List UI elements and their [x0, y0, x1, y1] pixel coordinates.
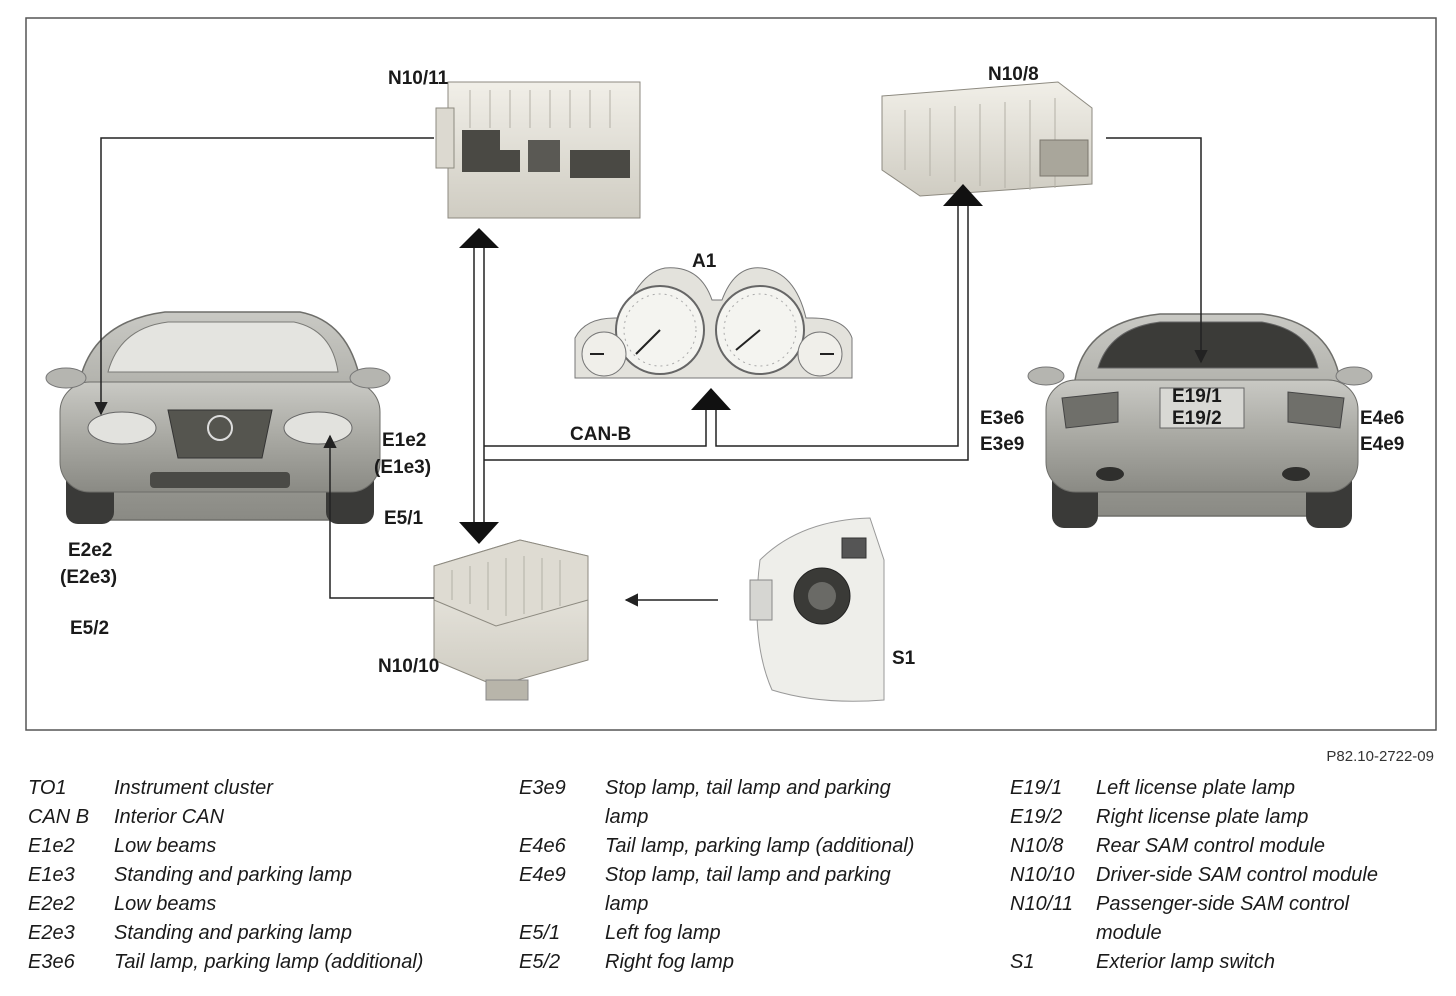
- legend-entry: N10/8 Rear SAM control module: [1010, 832, 1440, 861]
- arrow-to-n10-8: [943, 184, 983, 206]
- legend-entry: CAN B Interior CAN: [28, 803, 498, 832]
- label-e3e9: E3e9: [980, 434, 1024, 455]
- legend-entry: N10/11 Passenger-side SAM control module: [1010, 890, 1440, 948]
- figure-reference: P82.10-2722-09: [1326, 748, 1434, 765]
- wiring-diagram: N10/11 N10/8 A1 CAN-B E1e2 (E1e3) E5/1 E…: [25, 17, 1437, 731]
- legend-entry: E4e9 Stop lamp, tail lamp and parking lam…: [519, 861, 989, 919]
- legend-code: E19/2: [1010, 806, 1063, 828]
- legend-entry: E19/1 Left license plate lamp: [1010, 774, 1440, 803]
- label-e4e6: E4e6: [1360, 408, 1404, 429]
- legend-code: E1e2: [28, 835, 75, 857]
- legend-description: Standing and parking lamp: [114, 922, 352, 944]
- legend-description: Stop lamp, tail lamp and parking lamp: [605, 864, 891, 915]
- legend-code: E1e3: [28, 864, 75, 886]
- can-b-bus: [473, 204, 969, 524]
- label-n10-11: N10/11: [388, 68, 449, 89]
- n10-10-module-image: [433, 539, 589, 701]
- arrow-to-n10-10: [459, 522, 499, 544]
- label-s1: S1: [892, 648, 916, 669]
- legend-entry: TO1 Instrument cluster: [28, 774, 498, 803]
- line-n10-8-to-rear-car: [1106, 137, 1208, 364]
- legend-description: Low beams: [114, 835, 217, 857]
- label-e5-2: E5/2: [70, 618, 109, 639]
- legend-entry: N10/10 Driver-side SAM control module: [1010, 861, 1440, 890]
- arrow-to-a1: [691, 388, 731, 410]
- label-e5-1: E5/1: [384, 508, 424, 529]
- legend-description: Rear SAM control module: [1096, 835, 1325, 857]
- legend-entry: E5/1 Left fog lamp: [519, 919, 989, 948]
- legend-description: Right license plate lamp: [1096, 806, 1309, 828]
- legend-description: Tail lamp, parking lamp (additional): [114, 951, 424, 973]
- legend-code: E2e2: [28, 893, 75, 915]
- legend-code: E4e9: [519, 864, 566, 886]
- legend-code: N10/8: [1010, 835, 1064, 857]
- legend-code: N10/11: [1010, 893, 1074, 915]
- instrument-cluster-image: [574, 267, 853, 379]
- label-e1e2: E1e2: [382, 430, 426, 451]
- legend-description: Left license plate lamp: [1096, 777, 1296, 799]
- legend-description: Left fog lamp: [605, 922, 721, 944]
- legend-description: Right fog lamp: [605, 951, 734, 973]
- legend-code: E4e6: [519, 835, 566, 857]
- label-e1e3: (E1e3): [374, 457, 431, 478]
- s1-switch-image: [749, 517, 885, 702]
- legend-description: Tail lamp, parking lamp (additional): [605, 835, 915, 857]
- legend-description: Low beams: [114, 893, 217, 915]
- legend-code: S1: [1010, 951, 1035, 973]
- legend-description: Standing and parking lamp: [114, 864, 352, 886]
- label-e4e9: E4e9: [1360, 434, 1404, 455]
- label-e19-2: E19/2: [1172, 408, 1222, 429]
- legend-code: N10/10: [1010, 864, 1075, 886]
- legend-code: E2e3: [28, 922, 75, 944]
- legend-code: E5/2: [519, 951, 561, 973]
- legend-entry: E2e3 Standing and parking lamp: [28, 919, 498, 948]
- arrow-to-n10-11: [459, 228, 499, 248]
- legend-entry: E3e9 Stop lamp, tail lamp and parking lam…: [519, 774, 989, 832]
- legend-code: E19/1: [1010, 777, 1063, 799]
- label-n10-8: N10/8: [988, 64, 1039, 85]
- label-n10-10: N10/10: [378, 656, 439, 677]
- front-car-image: [45, 311, 391, 524]
- legend-description: Exterior lamp switch: [1096, 951, 1275, 973]
- label-a1: A1: [692, 251, 717, 272]
- legend-entry: S1 Exterior lamp switch: [1010, 948, 1440, 977]
- n10-8-module-image: [881, 81, 1093, 197]
- legend-code: E3e9: [519, 777, 566, 799]
- legend-code: CAN B: [28, 806, 90, 828]
- legend-description: Instrument cluster: [114, 777, 273, 799]
- legend-description: Interior CAN: [114, 806, 225, 828]
- legend-entry: E1e2 Low beams: [28, 832, 498, 861]
- legend-description: Driver-side SAM control module: [1096, 864, 1378, 886]
- legend-description: Passenger-side SAM control module: [1096, 893, 1350, 944]
- label-e2e2: E2e2: [68, 540, 112, 561]
- legend-code: E3e6: [28, 951, 75, 973]
- label-can-b: CAN-B: [570, 424, 631, 445]
- legend-description: Stop lamp, tail lamp and parking lamp: [605, 777, 891, 828]
- legend-entry: E4e6 Tail lamp, parking lamp (additional): [519, 832, 989, 861]
- legend-code: E5/1: [519, 922, 561, 944]
- legend-entry: E5/2 Right fog lamp: [519, 948, 989, 977]
- label-e3e6: E3e6: [980, 408, 1024, 429]
- legend-entry: E2e2 Low beams: [28, 890, 498, 919]
- label-e2e3: (E2e3): [60, 567, 117, 588]
- legend-entry: E1e3 Standing and parking lamp: [28, 861, 498, 890]
- connection-lines: [94, 137, 1208, 607]
- rear-car-image: [1027, 313, 1373, 528]
- can-b-arrowheads: [459, 184, 983, 544]
- legend-code: TO1: [28, 777, 67, 799]
- line-n10-10-to-front-car: [323, 434, 434, 599]
- legend-entry: E3e6 Tail lamp, parking lamp (additional): [28, 948, 498, 977]
- n10-11-module-image: [435, 81, 641, 219]
- line-n10-11-to-front-car: [94, 137, 434, 416]
- label-e19-1: E19/1: [1172, 386, 1222, 407]
- legend-entry: E19/2 Right license plate lamp: [1010, 803, 1440, 832]
